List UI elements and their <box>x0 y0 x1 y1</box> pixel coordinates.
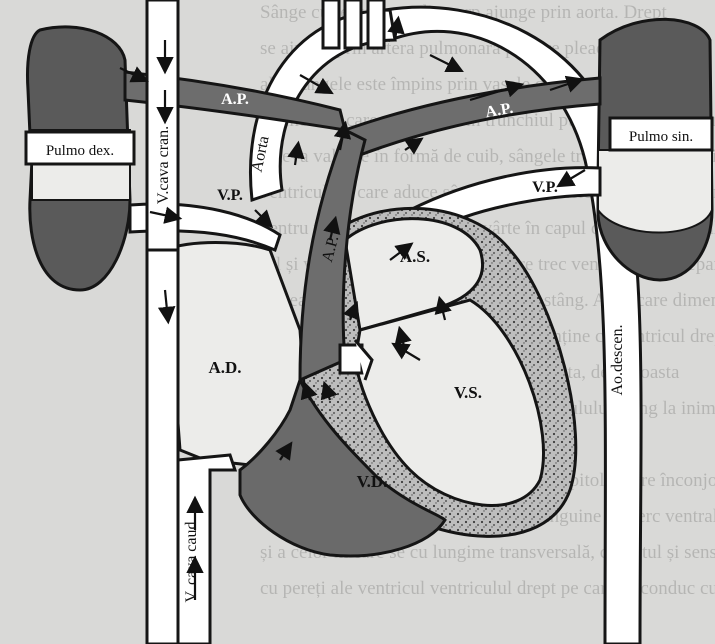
label-vena-cava-caudal: V. cava caud. <box>183 518 200 603</box>
vena-cava-trunk <box>147 250 178 644</box>
label-pulmo-sin: Pulmo sin. <box>629 129 693 145</box>
label-right-atrium: A.D. <box>208 358 241 377</box>
right-lung-lower-band <box>598 150 712 233</box>
label-left-atrium: A.S. <box>400 247 430 266</box>
label-vp-left: V.P. <box>217 187 243 204</box>
label-pulmo-dex: Pulmo dex. <box>46 143 114 159</box>
label-left-ventricle: V.S. <box>454 383 482 402</box>
label-right-ventricle: V.D. <box>357 472 388 491</box>
background-text-line: cu pereți ale ventricul ventriculul drep… <box>260 578 715 599</box>
label-ap-left: A.P. <box>221 91 249 108</box>
label-vp-right: V.P. <box>532 179 558 196</box>
label-aorta-descending: Ao.descen. <box>609 324 626 395</box>
aortic-branches <box>323 0 384 48</box>
label-vena-cava-cranial: V.cava cran. <box>155 126 172 204</box>
